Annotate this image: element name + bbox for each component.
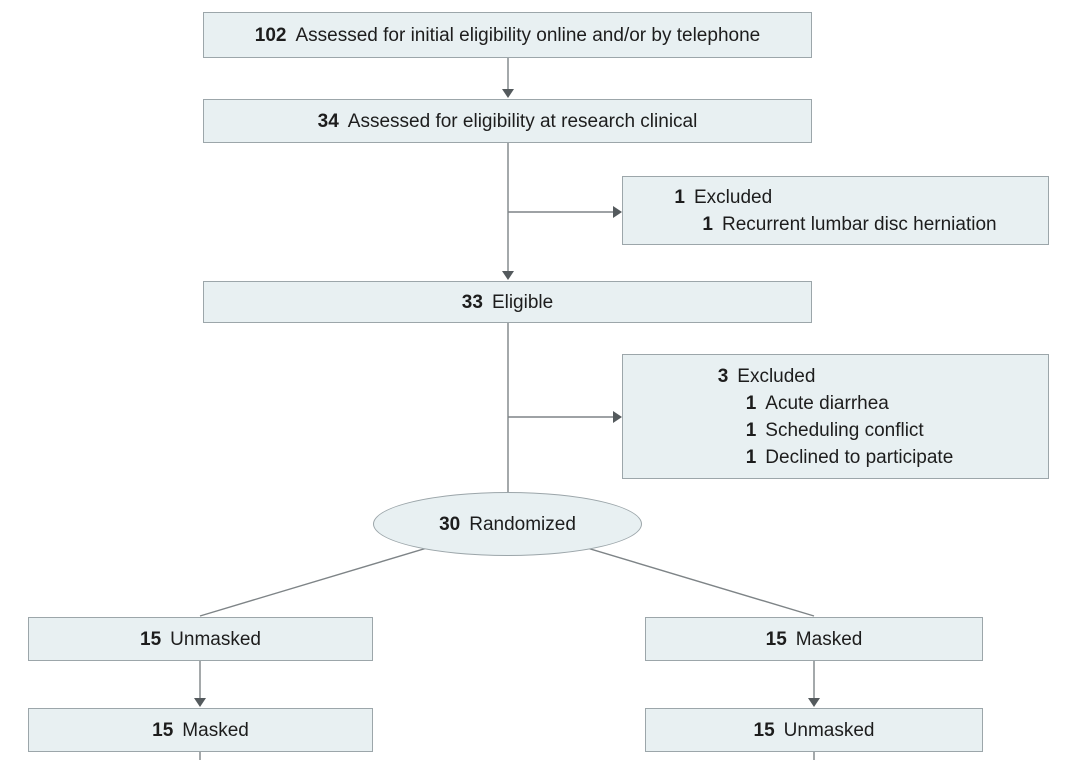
node-label: Excluded: [737, 365, 816, 387]
reason-label: Declined to participate: [765, 446, 954, 468]
node-text: 15 Unmasked: [140, 626, 261, 653]
arrowhead-right-excluded-pre: [613, 206, 622, 218]
node-label: Masked: [795, 628, 863, 650]
node-label: Masked: [182, 719, 249, 741]
box-left-arm-period1-unmasked: 15 Unmasked: [28, 617, 373, 661]
participant-count: 1: [702, 213, 713, 235]
node-text: 15 Masked: [152, 717, 249, 744]
node-text: 33 Eligible: [462, 289, 553, 316]
participant-count: 15: [753, 719, 775, 741]
node-text: 34 Assessed for eligibility at research c…: [318, 108, 698, 135]
participant-count: 3: [717, 365, 729, 387]
node-label: Unmasked: [783, 719, 875, 741]
node-text: 15 Unmasked: [754, 717, 875, 744]
exclusion-reason: 1 Acute diarrhea: [718, 390, 954, 417]
participant-count: 34: [317, 110, 339, 132]
box-left-arm-period2-masked: 15 Masked: [28, 708, 373, 752]
node-label: Eligible: [491, 291, 554, 313]
box-assessed-online: 102 Assessed for initial eligibility onli…: [203, 12, 812, 58]
participant-count: 15: [152, 719, 174, 741]
exclusion-reason: 1 Recurrent lumbar disc herniation: [674, 211, 996, 238]
arrowhead-right-excluded-post: [613, 411, 622, 423]
exclusion-total: 3 Excluded: [718, 363, 954, 390]
box-right-arm-period1-masked: 15 Masked: [645, 617, 983, 661]
reason-label: Scheduling conflict: [765, 419, 924, 441]
node-text: 15 Masked: [766, 626, 863, 653]
node-label: Unmasked: [170, 628, 261, 650]
node-text: 102 Assessed for initial eligibility onli…: [255, 22, 760, 49]
node-text: 30 Randomized: [439, 511, 576, 538]
reason-label: Acute diarrhea: [765, 392, 889, 414]
participant-count: 1: [745, 392, 757, 414]
participant-count: 1: [745, 419, 757, 441]
box-assessed-clinic: 34 Assessed for eligibility at research c…: [203, 99, 812, 143]
exclusion-reason: 1 Declined to participate: [718, 444, 954, 471]
participant-count: 1: [745, 446, 757, 468]
participant-count: 102: [254, 24, 287, 46]
node-label: Randomized: [469, 513, 576, 535]
participant-count: 15: [765, 628, 787, 650]
node-label: Excluded: [694, 186, 773, 208]
exclusion-total: 1 Excluded: [674, 184, 996, 211]
participant-count: 15: [140, 628, 162, 650]
participant-count: 30: [439, 513, 461, 535]
box-right-arm-period2-unmasked: 15 Unmasked: [645, 708, 983, 752]
arrowhead-down-left-period2: [194, 698, 206, 707]
participant-count: 1: [674, 186, 685, 208]
exclusion-reason: 1 Scheduling conflict: [718, 417, 954, 444]
arrowhead-down-eligible: [502, 271, 514, 280]
reason-label: Recurrent lumbar disc herniation: [722, 213, 997, 235]
arrowhead-down-right-period2: [808, 698, 820, 707]
arrowhead-down-clinic: [502, 89, 514, 98]
participant-count: 33: [461, 291, 483, 313]
box-eligible: 33 Eligible: [203, 281, 812, 323]
ellipse-randomized: 30 Randomized: [373, 492, 642, 556]
node-label: Assessed for eligibility at research cli…: [347, 110, 698, 132]
node-label: Assessed for initial eligibility online …: [295, 24, 761, 46]
